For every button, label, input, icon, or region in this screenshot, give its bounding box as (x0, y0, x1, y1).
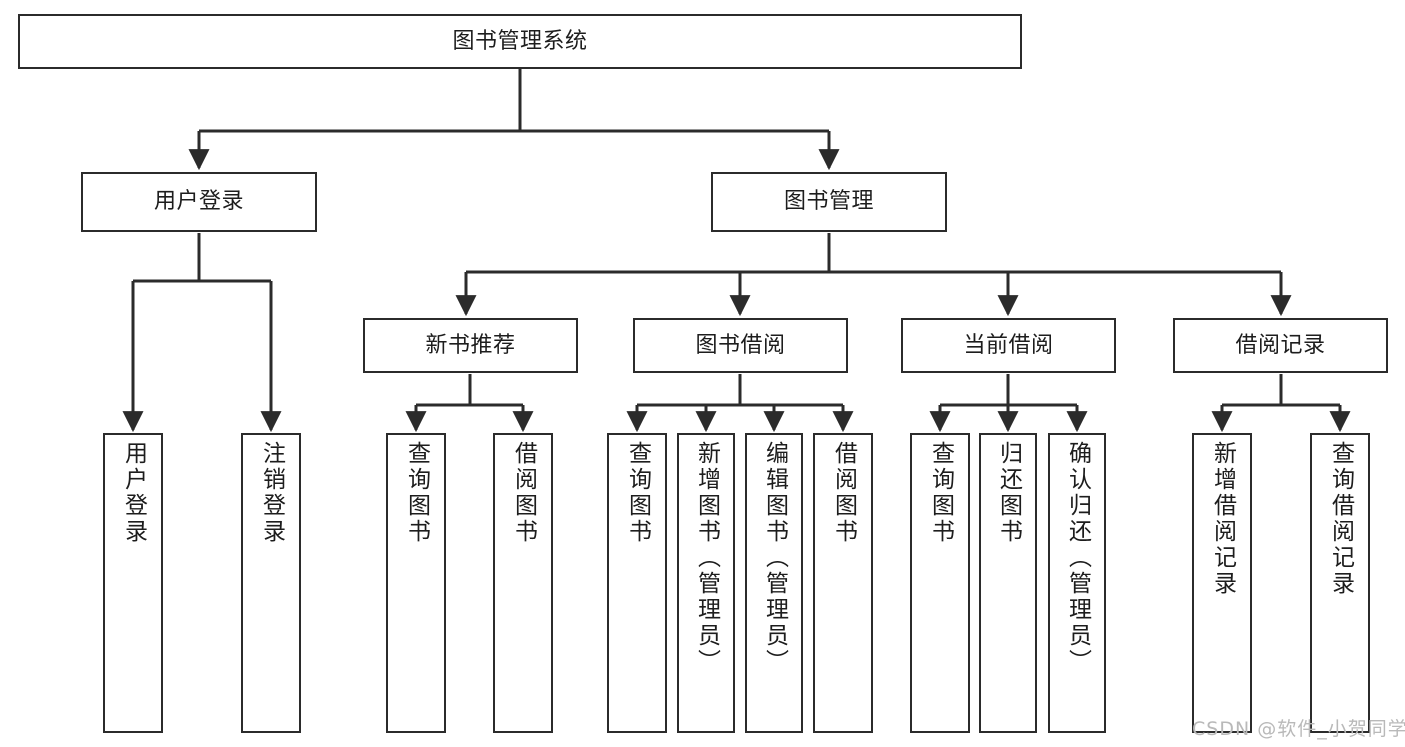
node-label: 查询图书 (403, 441, 430, 545)
node-book-borrow[interactable]: 图书借阅 (633, 318, 848, 373)
node-label: 查询借阅记录 (1327, 441, 1354, 597)
node-current-borrow[interactable]: 当前借阅 (901, 318, 1116, 373)
node-label: 用户登录 (120, 441, 147, 545)
node-label: 查询图书 (624, 441, 651, 545)
node-label: 新书推荐 (425, 332, 516, 358)
node-label: 图书借阅 (695, 332, 786, 358)
node-new-book-recommend[interactable]: 新书推荐 (363, 318, 578, 373)
node-label: 新增图书（管理员） (693, 441, 720, 675)
node-book-management[interactable]: 图书管理 (711, 172, 947, 232)
node-label: 归还图书 (995, 441, 1022, 545)
leaf-confirm-return-admin[interactable]: 确认归还（管理员） (1048, 433, 1106, 733)
csdn-watermark: CSDN @软件_小贺同学 (1192, 718, 1405, 740)
node-label: 图书管理 (783, 189, 874, 215)
leaf-borrow-book-recommend[interactable]: 借阅图书 (493, 433, 553, 733)
node-root-book-management-system[interactable]: 图书管理系统 (18, 14, 1022, 69)
node-label: 借阅图书 (830, 441, 857, 545)
leaf-query-book-recommend[interactable]: 查询图书 (386, 433, 446, 733)
leaf-query-book-current[interactable]: 查询图书 (910, 433, 970, 733)
leaf-logout-login[interactable]: 注销登录 (241, 433, 301, 733)
leaf-add-book-admin[interactable]: 新增图书（管理员） (677, 433, 735, 733)
node-label: 借阅记录 (1235, 332, 1326, 358)
node-user-login[interactable]: 用户登录 (81, 172, 317, 232)
node-label: 图书管理系统 (452, 28, 588, 54)
leaf-borrow-book-borrow[interactable]: 借阅图书 (813, 433, 873, 733)
leaf-user-login[interactable]: 用户登录 (103, 433, 163, 733)
node-label: 查询图书 (927, 441, 954, 545)
node-label: 编辑图书（管理员） (761, 441, 788, 675)
leaf-return-book[interactable]: 归还图书 (979, 433, 1037, 733)
node-label: 借阅图书 (510, 441, 537, 545)
node-label: 当前借阅 (963, 332, 1054, 358)
leaf-query-borrow-record[interactable]: 查询借阅记录 (1310, 433, 1370, 733)
leaf-query-book-borrow[interactable]: 查询图书 (607, 433, 667, 733)
leaf-add-borrow-record[interactable]: 新增借阅记录 (1192, 433, 1252, 733)
node-label: 注销登录 (258, 441, 285, 545)
node-label: 用户登录 (153, 189, 244, 215)
leaf-edit-book-admin[interactable]: 编辑图书（管理员） (745, 433, 803, 733)
node-label: 新增借阅记录 (1209, 441, 1236, 597)
node-label: 确认归还（管理员） (1064, 441, 1091, 675)
node-borrow-record[interactable]: 借阅记录 (1173, 318, 1388, 373)
